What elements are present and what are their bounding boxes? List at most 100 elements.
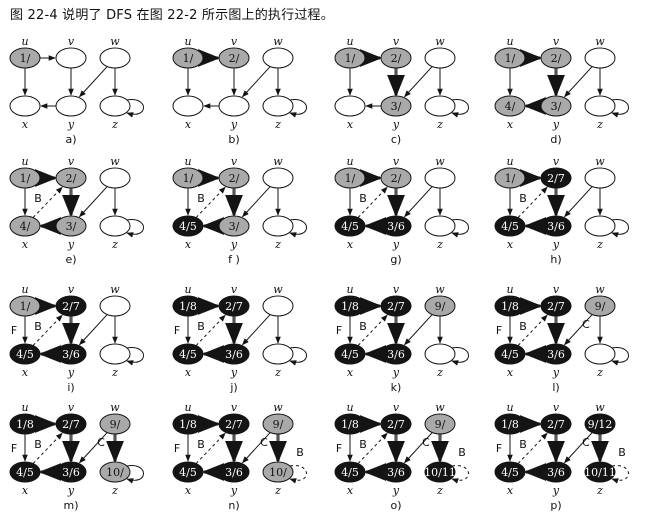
edge-label-zz: B — [618, 446, 626, 459]
vertex-label-u: u — [21, 283, 28, 296]
vertex-label-z: z — [436, 238, 443, 251]
node-v — [218, 413, 250, 435]
edge-xv — [357, 186, 388, 218]
node-x-time: 4/5 — [501, 466, 519, 479]
node-u-time: 1/ — [183, 172, 194, 185]
node-v-time: 2/7 — [547, 300, 565, 313]
node-u-time: 1/ — [183, 52, 194, 65]
vertex-label-y: y — [230, 118, 238, 131]
node-x-time: 4/5 — [179, 466, 197, 479]
node-x — [9, 461, 41, 483]
node-u-time: 1/ — [20, 52, 31, 65]
node-v — [55, 413, 87, 435]
node-u — [334, 413, 366, 435]
node-w — [424, 295, 456, 317]
node-u-time: 1/ — [345, 52, 356, 65]
node-z-time: 10/ — [106, 466, 124, 479]
vertex-label-x: x — [22, 238, 29, 251]
node-u — [9, 47, 41, 69]
node-y — [55, 215, 87, 237]
node-z — [99, 461, 131, 483]
vertex-label-w: w — [110, 401, 120, 414]
node-y-time: 3/ — [66, 220, 77, 233]
node-v — [218, 167, 250, 189]
edge-xv — [357, 432, 388, 464]
vertex-label-x: x — [507, 366, 514, 379]
vertex-label-z: z — [274, 238, 281, 251]
edge-wy — [79, 66, 108, 98]
node-x — [9, 215, 41, 237]
node-u — [494, 413, 526, 435]
vertex-label-x: x — [347, 238, 354, 251]
edge-label-xv: B — [359, 438, 367, 451]
vertex-label-x: x — [185, 238, 192, 251]
node-x-time: 4/5 — [501, 348, 519, 361]
node-v — [55, 167, 87, 189]
vertex-label-y: y — [552, 484, 560, 497]
vertex-label-w: w — [595, 283, 605, 296]
node-v — [380, 295, 412, 317]
node-v-time: 2/7 — [62, 418, 80, 431]
edge-zz-loop — [451, 219, 469, 238]
node-x — [172, 343, 204, 365]
node-u — [9, 295, 41, 317]
edge-label-wy: C — [582, 436, 590, 449]
panel-caption: n) — [228, 499, 239, 512]
node-x — [334, 343, 366, 365]
vertex-label-x: x — [185, 366, 192, 379]
node-w — [99, 47, 131, 69]
edge-wy — [564, 186, 593, 218]
node-u-time: 1/8 — [16, 418, 34, 431]
node-y — [55, 343, 87, 365]
panel-caption: p) — [550, 499, 561, 512]
node-v-time: 2/ — [391, 172, 402, 185]
node-v-time: 2/ — [229, 52, 240, 65]
edge-zz-loop — [289, 465, 307, 484]
node-y — [380, 461, 412, 483]
node-u — [334, 47, 366, 69]
node-x-time: 4/5 — [341, 348, 359, 361]
vertex-label-z: z — [111, 118, 118, 131]
node-z-time: 10/ — [269, 466, 287, 479]
node-w-time: 9/12 — [588, 418, 613, 431]
edge-label-ux: F — [496, 324, 502, 337]
node-u — [494, 47, 526, 69]
node-y-time: 3/6 — [225, 348, 243, 361]
node-u-time: 1/ — [20, 300, 31, 313]
node-y — [380, 343, 412, 365]
node-v-time: 2/7 — [225, 300, 243, 313]
node-x-time: 4/5 — [501, 220, 519, 233]
node-v-time: 2/ — [229, 172, 240, 185]
edge-label-xv: B — [34, 438, 42, 451]
edge-label-xv: B — [519, 320, 527, 333]
vertex-label-w: w — [273, 283, 283, 296]
node-y — [540, 215, 572, 237]
node-y — [540, 343, 572, 365]
vertex-label-z: z — [436, 366, 443, 379]
vertex-label-u: u — [346, 283, 353, 296]
edge-wy — [242, 186, 271, 218]
node-x-time: 4/5 — [16, 348, 34, 361]
node-y-time: 3/ — [391, 100, 402, 113]
node-w — [584, 413, 616, 435]
edge-xv — [517, 314, 548, 346]
panel-caption: i) — [67, 381, 74, 394]
node-w — [99, 295, 131, 317]
panel-caption: b) — [228, 133, 239, 146]
vertex-label-u: u — [506, 401, 513, 414]
edge-wy — [242, 432, 271, 464]
node-u — [334, 167, 366, 189]
node-v — [55, 47, 87, 69]
node-w — [584, 47, 616, 69]
node-x — [172, 461, 204, 483]
vertex-label-v: v — [68, 35, 75, 48]
node-v-time: 2/ — [551, 52, 562, 65]
vertex-label-y: y — [552, 366, 560, 379]
edge-label-xv: B — [197, 438, 205, 451]
node-u-time: 1/8 — [341, 300, 359, 313]
edge-zz-loop — [611, 347, 629, 366]
vertex-label-x: x — [185, 484, 192, 497]
